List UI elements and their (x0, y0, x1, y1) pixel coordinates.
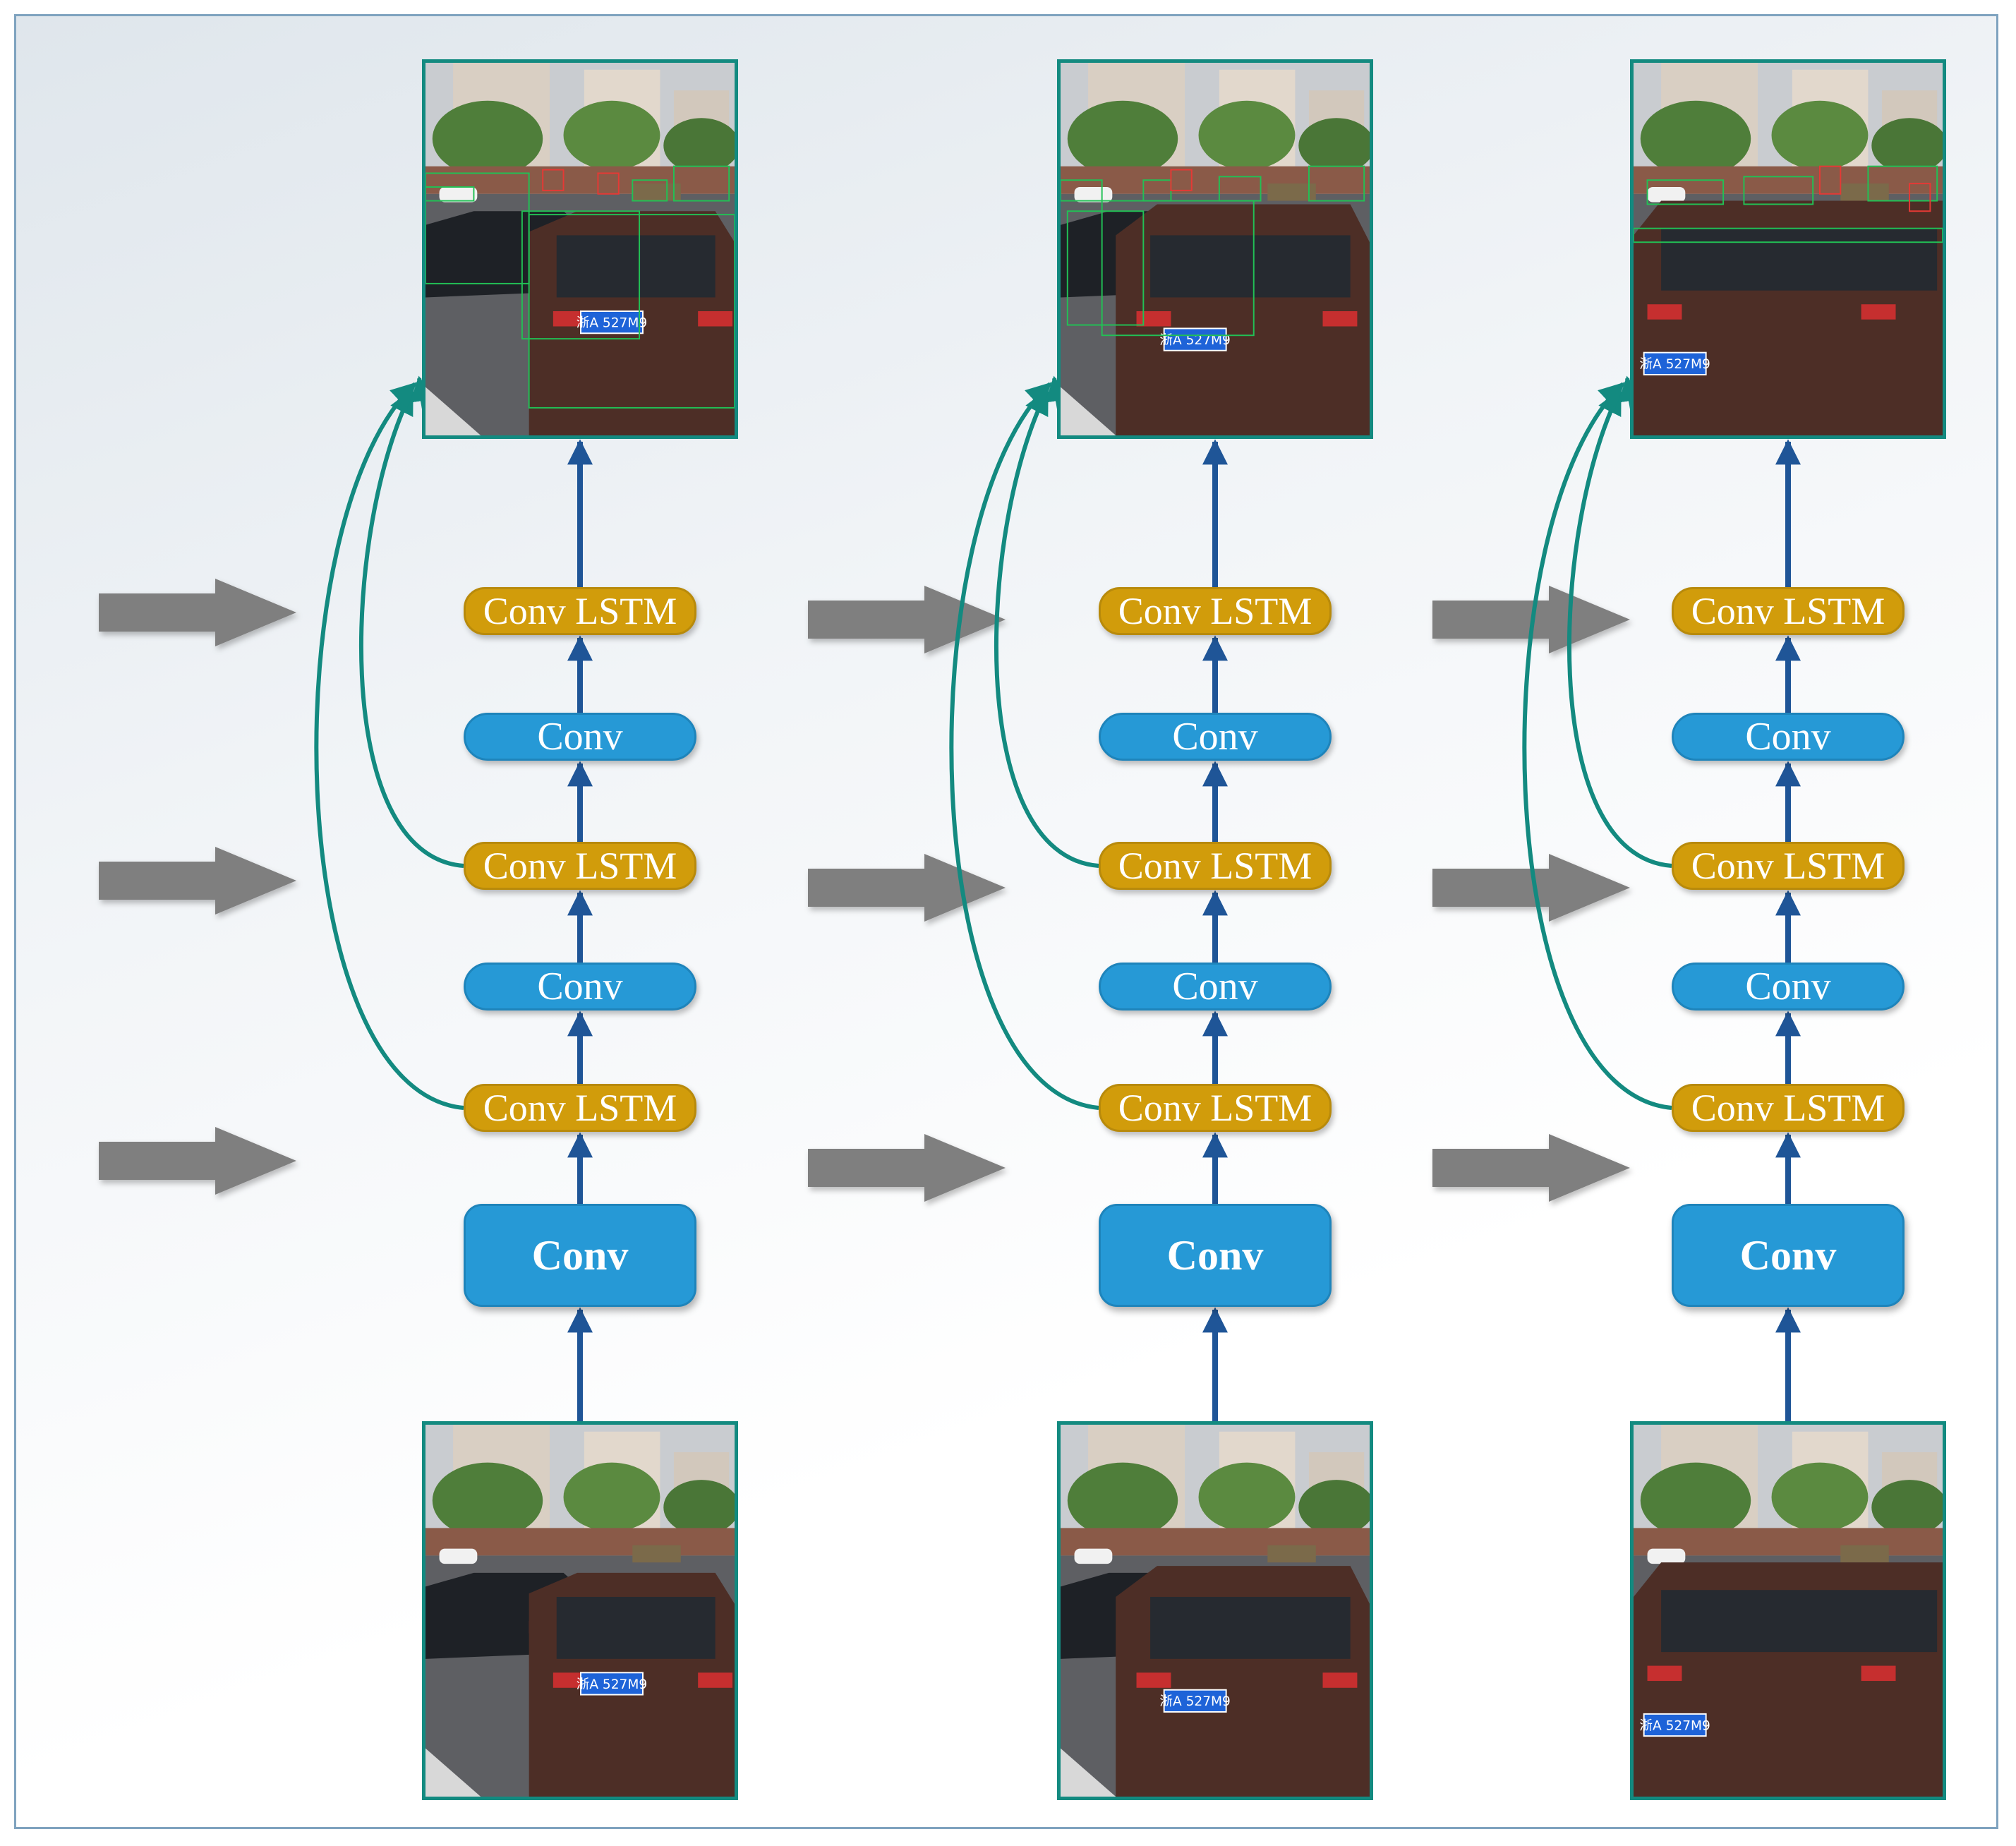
conv-lstm-middle-block-1: Conv LSTM (464, 842, 696, 890)
conv-base-block-1: Conv (464, 1204, 696, 1307)
skip-connection-3-2 (1522, 382, 1672, 1110)
input-frame-image-1: 浙A 527M9 (422, 1421, 738, 1800)
skip-connection-1-1 (359, 388, 464, 868)
license-plate-text: 浙A 527M9 (577, 315, 647, 330)
conv-upper-block-2: Conv (1099, 713, 1332, 761)
skip-connection-2-2 (949, 382, 1099, 1110)
conv-base-block-3: Conv (1672, 1204, 1905, 1307)
conv-lower-block-1: Conv (464, 963, 696, 1011)
conv-lower-block-2: Conv (1099, 963, 1332, 1011)
state-arrow-1-3 (99, 1127, 296, 1195)
conv-lstm-top-block-1: Conv LSTM (464, 587, 696, 635)
conv-lstm-middle-block-3: Conv LSTM (1672, 842, 1905, 890)
license-plate-text: 浙A 527M9 (1159, 1694, 1230, 1709)
skip-connection-3-1 (1567, 388, 1672, 868)
state-arrow-2-1 (808, 586, 1006, 653)
state-arrow-2-3 (808, 1134, 1006, 1202)
license-plate-text: 浙A 527M9 (1159, 333, 1230, 348)
detection-output-image-1: 浙A 527M9 (422, 59, 738, 439)
state-arrow-1-2 (99, 847, 296, 915)
conv-lstm-bottom-block-2: Conv LSTM (1099, 1084, 1332, 1132)
detection-output-image-3: 浙A 527M9 (1630, 59, 1946, 439)
conv-lstm-bottom-block-1: Conv LSTM (464, 1084, 696, 1132)
state-arrow-3-2 (1432, 854, 1630, 922)
conv-base-block-2: Conv (1099, 1204, 1332, 1307)
license-plate-text: 浙A 527M9 (1639, 1718, 1710, 1733)
conv-lstm-bottom-block-3: Conv LSTM (1672, 1084, 1905, 1132)
input-frame-image-3: 浙A 527M9 (1630, 1421, 1946, 1800)
input-frame-image-2: 浙A 527M9 (1057, 1421, 1373, 1800)
conv-upper-block-1: Conv (464, 713, 696, 761)
license-plate-text: 浙A 527M9 (1639, 357, 1710, 372)
state-arrow-1-1 (99, 579, 296, 646)
detection-output-image-2: 浙A 527M9 (1057, 59, 1373, 439)
state-arrow-3-3 (1432, 1134, 1630, 1202)
conv-lower-block-3: Conv (1672, 963, 1905, 1011)
license-plate-text: 浙A 527M9 (577, 1677, 647, 1692)
conv-lstm-top-block-2: Conv LSTM (1099, 587, 1332, 635)
conv-upper-block-3: Conv (1672, 713, 1905, 761)
state-arrow-2-2 (808, 854, 1006, 922)
skip-connection-1-2 (314, 382, 464, 1110)
conv-lstm-middle-block-2: Conv LSTM (1099, 842, 1332, 890)
conv-lstm-top-block-3: Conv LSTM (1672, 587, 1905, 635)
skip-connection-2-1 (994, 388, 1099, 868)
